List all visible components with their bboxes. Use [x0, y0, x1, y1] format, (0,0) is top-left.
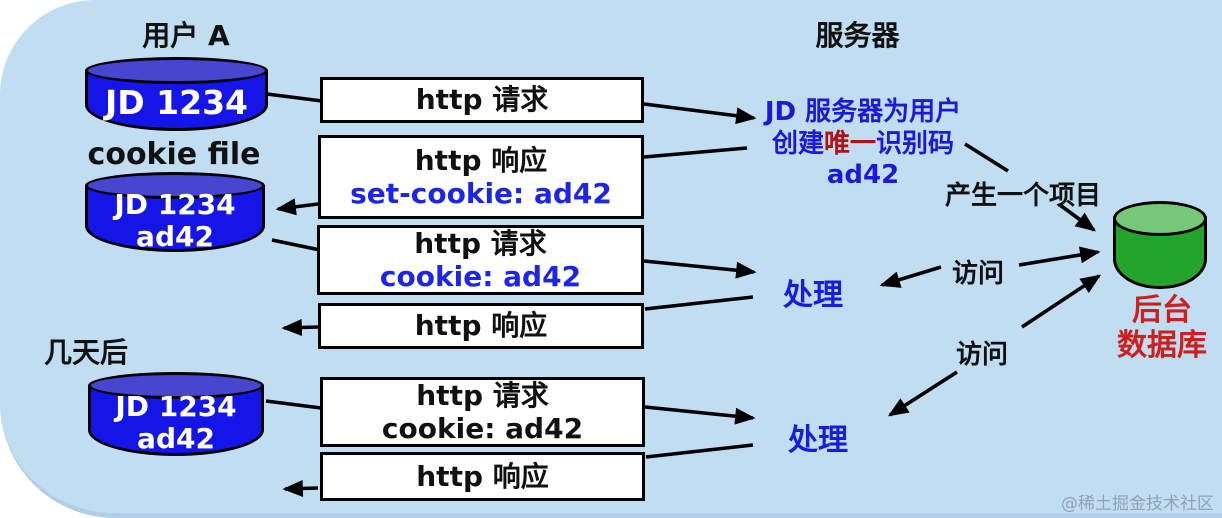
days-later-label: 几天后	[44, 336, 129, 369]
cylinder-top	[88, 372, 264, 399]
client-db2-label: JD 1234 ad42	[114, 187, 236, 253]
unique-id-highlight: 唯一	[823, 128, 876, 159]
server-title: 服务器	[815, 19, 900, 52]
client-db-cylinder-3: JD 1234 ad42	[88, 372, 264, 456]
client-db-cylinder-1: JD 1234	[85, 57, 268, 131]
user-title: 用户 A	[142, 19, 230, 52]
server-note-line3: ad42	[826, 160, 900, 191]
backend-db-cylinder	[1113, 201, 1207, 289]
msgbox-http-request-cookie-1: http 请求 cookie: ad42	[317, 225, 644, 295]
process-label-2: 处理	[788, 423, 848, 458]
cylinder-top	[85, 57, 268, 84]
msgbox-http-request-cookie-2: http 请求 cookie: ad42	[320, 377, 645, 447]
client-db3-label: JD 1234 ad42	[115, 389, 237, 455]
client-db1-label: JD 1234	[104, 83, 248, 123]
cylinder-top	[85, 172, 265, 199]
client-db-cylinder-2: JD 1234 ad42	[85, 172, 265, 253]
cookie-file-label: cookie file	[87, 137, 261, 172]
cylinder-top	[1113, 201, 1207, 236]
msgbox-http-response-set-cookie: http 响应 set-cookie: ad42	[318, 135, 644, 219]
produce-item-label: 产生一个项目	[945, 181, 1102, 211]
visit-label-1: 访问	[952, 259, 1005, 289]
server-note: JD 服务器为用户 创建唯一识别码 ad42	[752, 97, 974, 192]
backend-db-label: 后台 数据库	[1117, 293, 1207, 363]
watermark: @稀土掘金技术社区	[1061, 494, 1214, 514]
server-note-line1: JD 服务器为用户	[764, 97, 962, 127]
server-note-line2: 创建唯一识别码	[771, 128, 955, 159]
process-label-1: 处理	[783, 278, 843, 313]
msgbox-http-response-3: http 响应	[320, 452, 645, 501]
msgbox-http-request-1: http 请求	[320, 77, 644, 123]
visit-label-2: 访问	[956, 340, 1009, 370]
msgbox-http-response-2: http 响应	[318, 303, 644, 349]
